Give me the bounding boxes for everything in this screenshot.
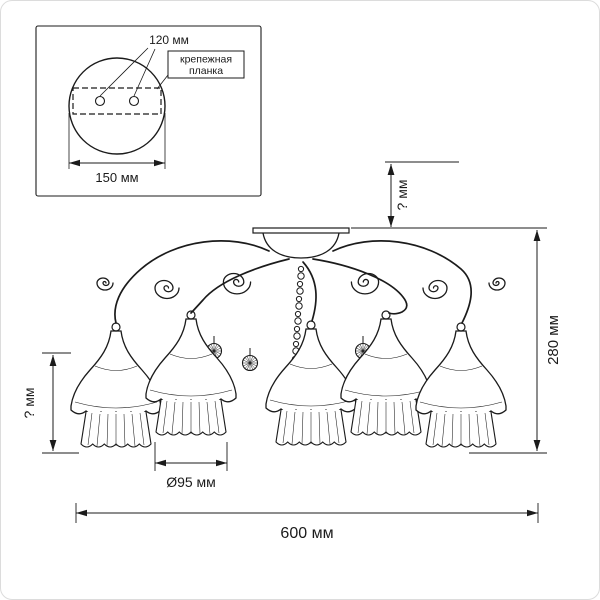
- holes-spacing-label: 120 мм: [149, 33, 189, 47]
- mounting-bracket-dashed-outline: [72, 87, 162, 115]
- scroll-curl: [422, 279, 448, 300]
- shade-height-label: ? мм: [21, 388, 37, 419]
- lamp-shade-2: [145, 310, 237, 436]
- arm-right-outer: [332, 240, 472, 324]
- arrow-up: [387, 164, 395, 175]
- shade-diameter-label: Ø95 мм: [166, 474, 216, 490]
- bracket-label-line1: крепежная: [180, 54, 232, 66]
- scroll-curl: [488, 277, 506, 291]
- mount-height-label: ? мм: [394, 180, 410, 211]
- ceiling-canopy: [252, 227, 350, 259]
- overall-width-label: 600 мм: [280, 525, 333, 542]
- chandelier-drawing: [70, 227, 507, 448]
- arrow-down: [49, 440, 57, 451]
- lamp-shade-4: [340, 310, 432, 436]
- mounting-hole-left: [94, 95, 106, 107]
- arm-center: [302, 261, 317, 322]
- arrow-left: [76, 509, 87, 517]
- overall-height-label: 280 мм: [545, 315, 562, 365]
- arrow-right: [216, 459, 227, 467]
- arrow-down: [533, 440, 541, 451]
- arm-right-inner: [312, 258, 408, 315]
- lamp-shade-5: [415, 322, 507, 448]
- ceiling-plate-circle: [68, 57, 166, 155]
- dimension-shade-height: ? мм: [21, 352, 79, 454]
- chandelier-arms: [96, 240, 506, 324]
- scroll-curl: [96, 277, 114, 291]
- bracket-label-line2: планка: [189, 65, 223, 77]
- bracket-label-box: [167, 50, 245, 79]
- holes-leader-lines: [99, 47, 156, 97]
- arrow-right: [154, 159, 165, 167]
- scroll-curl: [154, 279, 180, 300]
- mounting-hole-right: [128, 95, 140, 107]
- dimension-overall-height: 280 мм: [469, 230, 562, 454]
- crystal-pendant: [241, 347, 259, 372]
- dimension-overall-width: 600 мм: [75, 503, 539, 542]
- plate-diameter-label: 150 мм: [95, 170, 138, 185]
- inset-border: [35, 25, 262, 197]
- arm-left-inner: [190, 258, 290, 314]
- lamp-shade-3: [265, 320, 357, 446]
- arrow-left: [155, 459, 166, 467]
- lamp-shades: [70, 310, 507, 448]
- plate-extension-lines: [68, 113, 166, 169]
- arm-left-outer: [114, 240, 270, 324]
- arrow-right: [527, 509, 538, 517]
- bracket-leader-line: [156, 74, 169, 90]
- dimension-shade-diameter: Ø95 мм: [154, 442, 228, 490]
- arrow-down: [387, 216, 395, 227]
- arrow-left: [69, 159, 80, 167]
- mounting-plate-inset: 120 мм крепежная планка 150 мм: [35, 25, 262, 197]
- dimension-mount-height: ? мм: [351, 161, 547, 229]
- arrow-up: [49, 355, 57, 366]
- arrow-up: [533, 230, 541, 241]
